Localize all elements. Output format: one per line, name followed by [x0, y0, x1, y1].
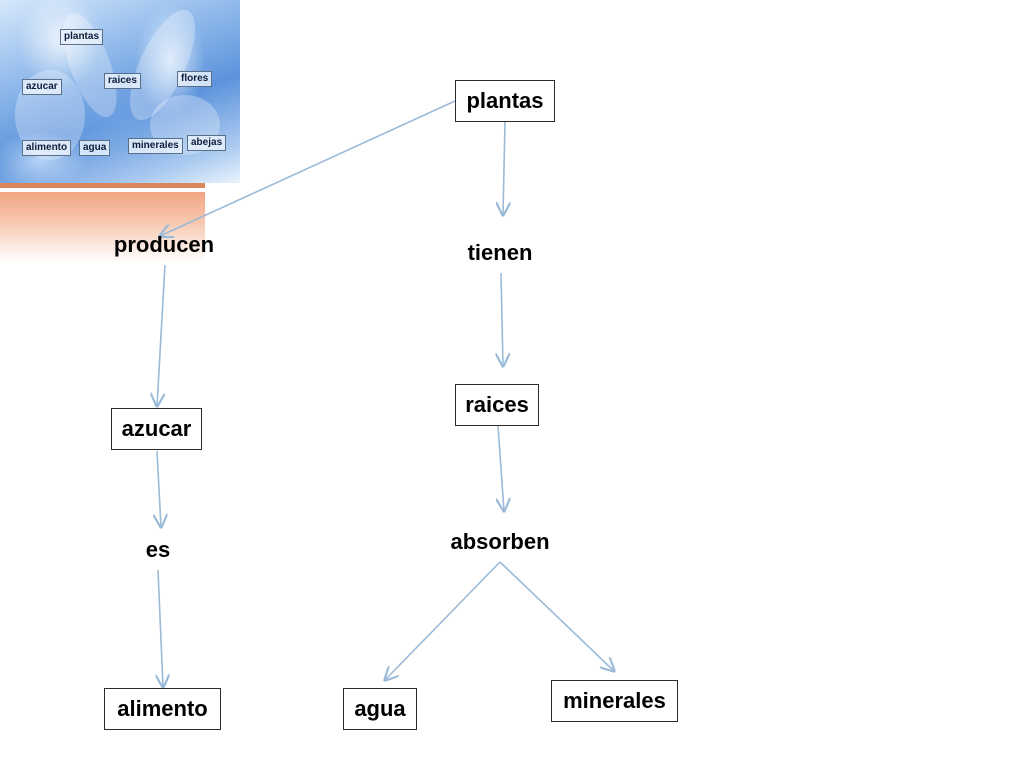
arrow-es-alimento: [158, 569, 163, 687]
concept-alimento[interactable]: alimento: [104, 688, 221, 730]
thumbnail-label-flores: flores: [177, 71, 213, 87]
link-word-es: es: [145, 537, 171, 562]
link-word-absorben: absorben: [450, 529, 550, 554]
concept-agua[interactable]: agua: [343, 688, 417, 730]
arrow-raices-absorben: [498, 425, 504, 511]
thumbnail-label-raices: raices: [104, 73, 141, 89]
concept-raices[interactable]: raices: [455, 384, 539, 426]
thumbnail-image: plantas azucar raices flores alimento ag…: [0, 0, 240, 183]
link-word-producen: producen: [113, 232, 215, 257]
arrow-plantas-producen: [160, 100, 456, 236]
thumbnail-label-plantas: plantas: [60, 29, 104, 45]
link-word-tienen: tienen: [467, 240, 533, 265]
arrow-producen-azucar: [157, 264, 166, 406]
decorative-stripe: [0, 183, 205, 188]
concept-azucar[interactable]: azucar: [111, 408, 202, 450]
arrow-plantas-tienen: [503, 121, 505, 215]
arrow-tienen-raices: [501, 272, 503, 366]
thumbnail-label-azucar: azucar: [22, 79, 62, 95]
concept-plantas[interactable]: plantas: [455, 80, 555, 122]
arrow-azucar-es: [157, 450, 161, 527]
concept-minerales[interactable]: minerales: [551, 680, 678, 722]
thumbnail-label-alimento: alimento: [22, 140, 72, 156]
arrow-absorben-agua: [385, 561, 501, 680]
thumbnail-label-minerales: minerales: [128, 138, 183, 154]
thumbnail-label-abejas: abejas: [187, 135, 227, 151]
arrow-absorben-minerales: [499, 561, 614, 671]
thumbnail-label-agua: agua: [79, 140, 111, 156]
